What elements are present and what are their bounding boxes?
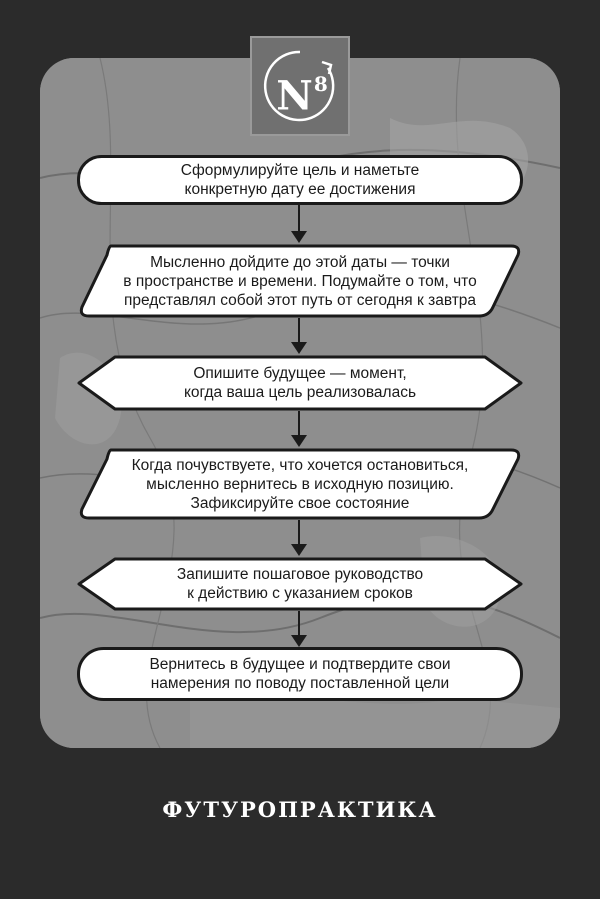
step-6: Вернитесь в будущее и подтвердите свои н… — [77, 647, 523, 701]
step-5: Запишите пошаговое руководство к действи… — [77, 557, 523, 611]
arrow-down-icon — [291, 342, 307, 354]
badge-number: 8 — [313, 72, 328, 96]
step-4-text: Когда почувствуете, что хочется останови… — [131, 456, 469, 512]
number-badge: N8 — [250, 36, 350, 136]
step-1: Сформулируйте цель и наметьте конкретную… — [77, 155, 523, 205]
step-6-text: Вернитесь в будущее и подтвердите свои н… — [149, 656, 451, 692]
step-5-shape — [77, 557, 523, 611]
connector-line — [298, 205, 300, 231]
connector-line — [298, 520, 300, 544]
connector-line — [298, 611, 300, 635]
step-1-shape — [77, 155, 523, 205]
arrow-down-icon — [291, 635, 307, 647]
connector-line — [298, 411, 300, 435]
connector-line — [298, 318, 300, 342]
step-1-text: Сформулируйте цель и наметьте конкретную… — [180, 162, 420, 198]
step-3-shape — [77, 355, 523, 411]
practice-title: ФУТУРОПРАКТИКА — [162, 797, 438, 822]
arrow-down-icon — [291, 544, 307, 556]
step-3-text: Опишите будущее — момент, когда ваша цел… — [183, 365, 417, 401]
arrow-down-icon — [291, 231, 307, 243]
step-6-shape — [77, 647, 523, 701]
step-2-text: Мысленно дойдите до этой даты — точки в … — [123, 253, 477, 309]
badge-label: N8 — [252, 60, 352, 124]
badge-circle-arrow-icon — [263, 50, 335, 122]
step-4: Когда почувствуете, что хочется останови… — [77, 448, 523, 520]
step-4-shape — [79, 448, 521, 520]
step-5-text: Запишите пошаговое руководство к действи… — [176, 566, 424, 602]
step-2: Мысленно дойдите до этой даты — точки в … — [77, 244, 523, 318]
step-3: Опишите будущее — момент, когда ваша цел… — [77, 355, 523, 411]
step-2-shape — [79, 244, 521, 318]
badge-letter: N — [276, 72, 313, 120]
arrow-down-icon — [291, 435, 307, 447]
